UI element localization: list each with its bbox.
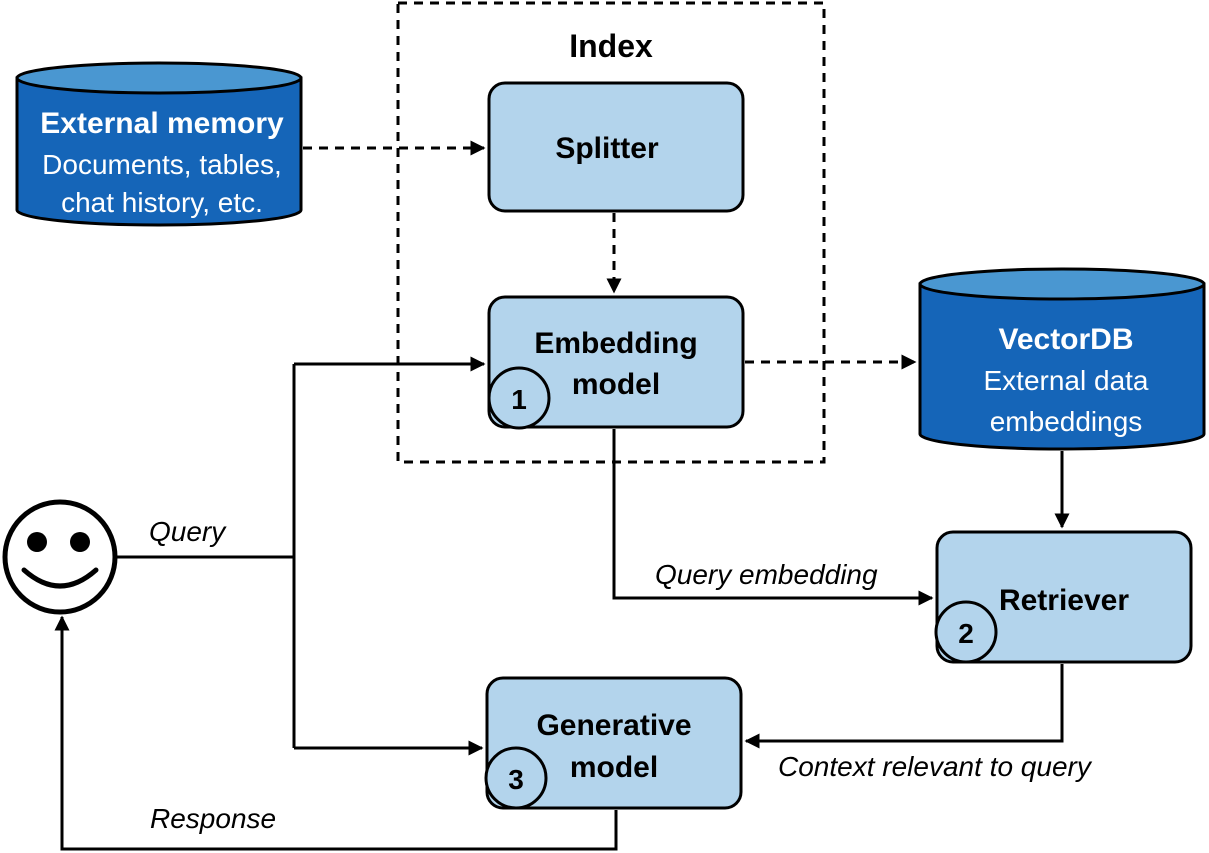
external-memory-line1: Documents, tables, (42, 149, 282, 180)
generative-model-node: Generative model 3 (484, 676, 743, 810)
external-memory-title: External memory (40, 107, 284, 140)
svg-text:1: 1 (511, 384, 527, 415)
connectors (54, 140, 1070, 851)
index-group: Index (396, 1, 826, 464)
step-badge-2: 2 (934, 600, 998, 664)
generative-model-line1: Generative (536, 709, 691, 742)
retriever-node: Retriever 2 (934, 530, 1193, 664)
edge-generative-to-user (54, 615, 618, 851)
embedding-model-node: Embedding model 1 (487, 295, 745, 430)
user-smiley-icon (2, 499, 118, 615)
step-badge-1: 1 (487, 366, 551, 430)
vectordb-cylinder: VectorDB External data embeddings (918, 267, 1206, 451)
edge-retriever-to-generative (744, 664, 1064, 749)
retriever-label: Retriever (999, 584, 1129, 617)
generative-model-line2: model (570, 751, 658, 784)
edge-label-response: Response (150, 803, 276, 834)
embedding-model-line1: Embedding (534, 327, 697, 360)
vectordb-line1: External data (984, 365, 1149, 396)
vectordb-line2: embeddings (990, 406, 1143, 437)
splitter-node: Splitter (487, 81, 745, 213)
edge-label-query: Query (149, 516, 227, 547)
svg-text:3: 3 (508, 764, 524, 795)
index-title: Index (569, 28, 653, 64)
external-memory-cylinder: External memory Documents, tables, chat … (15, 61, 303, 227)
external-memory-line2: chat history, etc. (61, 187, 263, 218)
edge-embedding-to-retriever (612, 429, 934, 606)
vectordb-title: VectorDB (998, 323, 1133, 356)
edge-label-context: Context relevant to query (778, 751, 1093, 782)
step-badge-3: 3 (484, 746, 548, 810)
splitter-label: Splitter (555, 132, 659, 165)
embedding-model-line2: model (572, 368, 660, 401)
svg-text:2: 2 (958, 618, 974, 649)
edge-label-query-embedding: Query embedding (655, 559, 878, 590)
